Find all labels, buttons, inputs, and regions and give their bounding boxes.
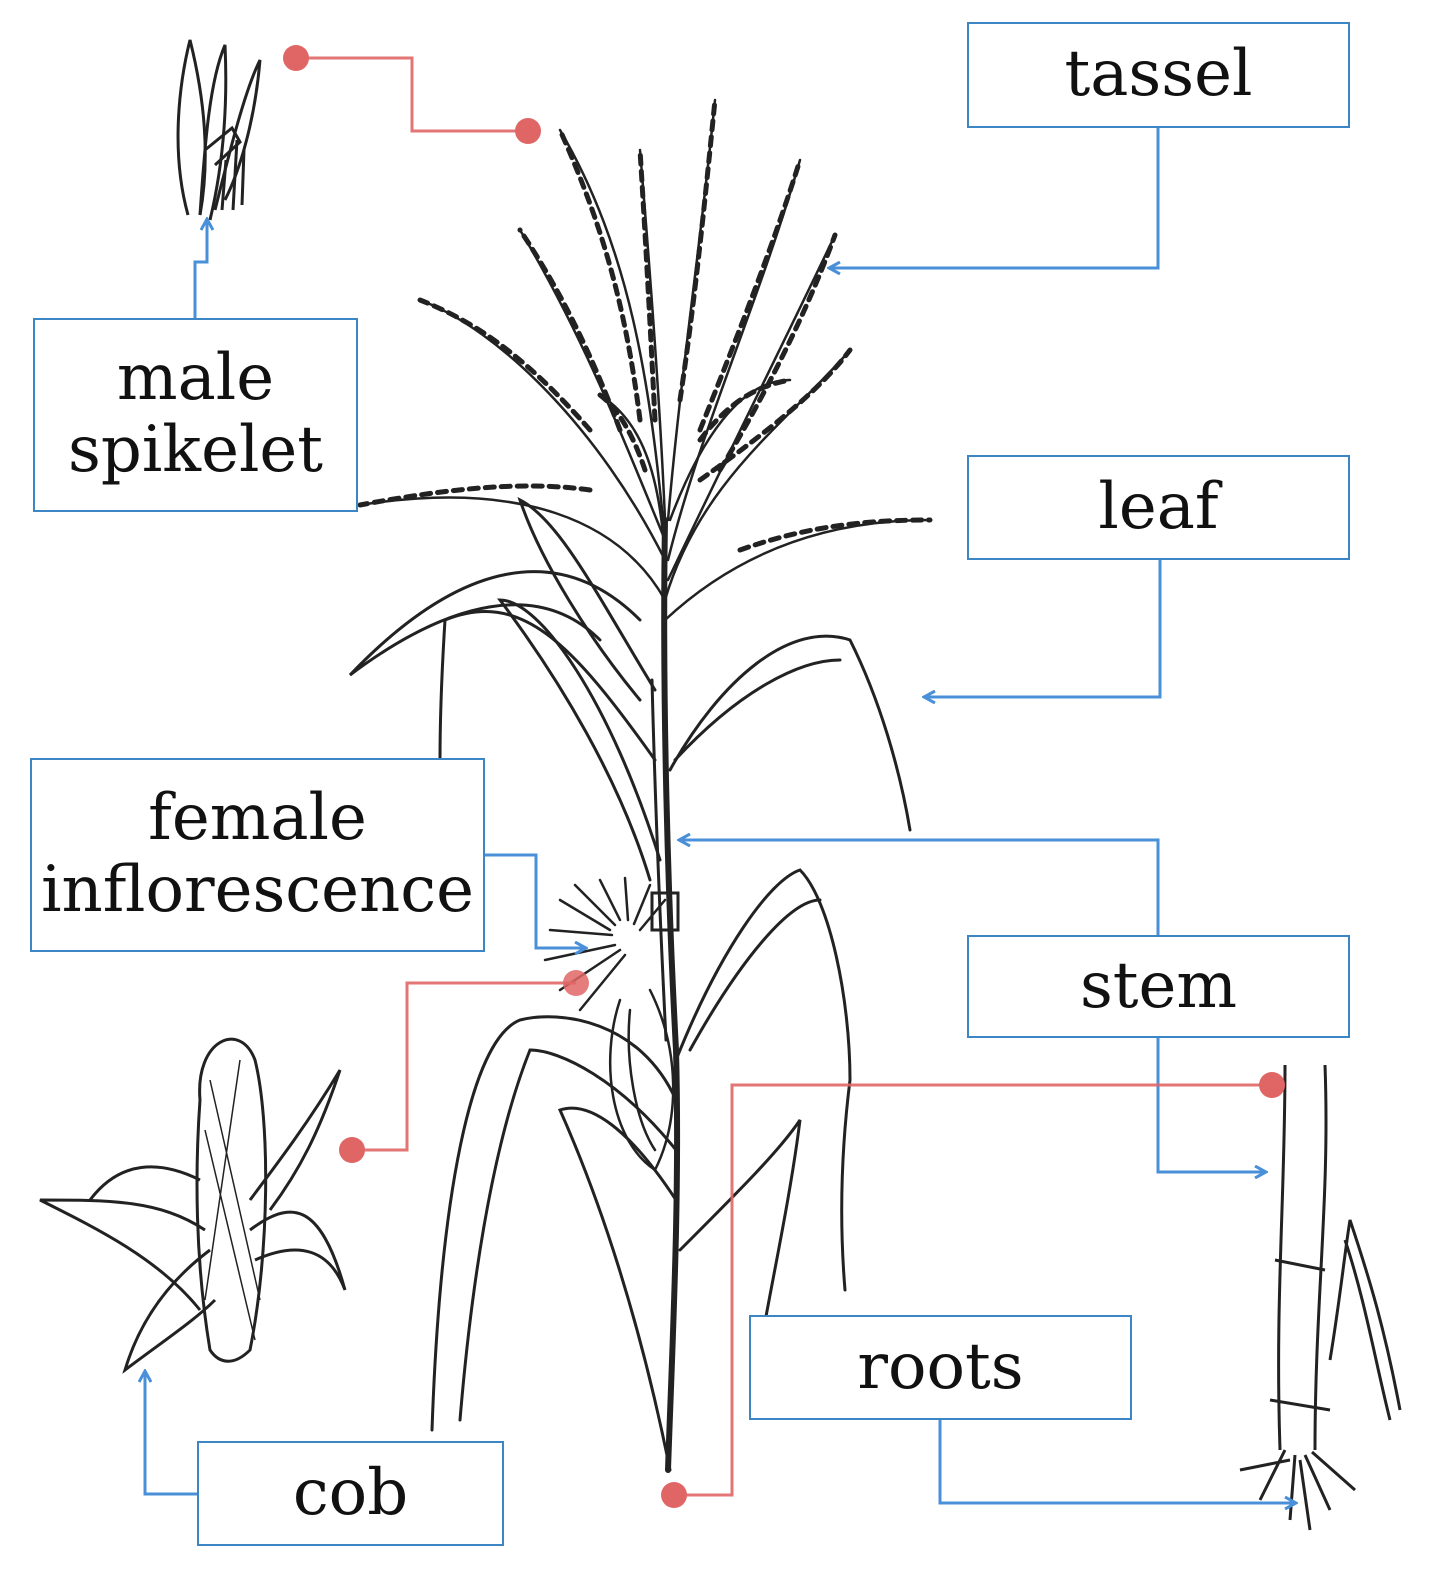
leader-roots: [938, 1420, 1295, 1503]
dot-spikelet-inset: [283, 45, 309, 71]
dot-spikelet-plant: [515, 118, 541, 144]
leader-stem: [680, 840, 1160, 935]
label-leaf: leaf: [967, 455, 1350, 560]
label-male-spikelet: male spikelet: [33, 318, 358, 512]
stalk-line: [661, 517, 681, 1473]
tassel-drawing: [358, 98, 932, 622]
maize-plant-illustration: [348, 97, 933, 1473]
male-spikelet-illustration: [176, 39, 262, 221]
leader-male-spikelet: [193, 220, 207, 318]
red-connector-lines: [296, 56, 1272, 1497]
connector-cob: [352, 981, 576, 1152]
stalk-line-inner: [650, 678, 668, 1042]
dot-ear-plant: [563, 970, 589, 996]
leaf-drawings: [348, 497, 912, 1472]
dot-stem-inset: [1259, 1072, 1285, 1098]
dot-roots-plant: [661, 1482, 687, 1508]
leader-leaf: [925, 560, 1162, 697]
label-female-inflorescence-line2: inflorescence: [41, 853, 474, 927]
label-roots: roots: [749, 1315, 1132, 1420]
tassel-spikelets: [357, 97, 933, 553]
connector-spikelet: [296, 56, 528, 133]
label-cob: cob: [197, 1441, 504, 1546]
label-tassel: tassel: [967, 22, 1350, 128]
label-stem-text: stem: [1079, 948, 1238, 1023]
label-stem: stem: [967, 935, 1350, 1038]
label-female-inflorescence: female inflorescence: [30, 758, 485, 952]
leader-female-inflorescence: [485, 853, 585, 948]
stem-node: [650, 891, 680, 932]
red-connector-dots: [283, 45, 1285, 1508]
label-male-spikelet-line1: male: [116, 341, 275, 416]
blue-leader-lines: [145, 128, 1295, 1503]
leader-cob: [145, 1372, 197, 1496]
dot-cob-inset: [339, 1137, 365, 1163]
label-tassel-text: tassel: [1064, 37, 1253, 112]
cob-illustration: [39, 1037, 347, 1374]
label-female-inflorescence-line1: female: [148, 781, 367, 856]
label-cob-text: cob: [292, 1455, 409, 1530]
leader-tassel: [830, 128, 1160, 268]
label-male-spikelet-line2: spikelet: [68, 413, 323, 487]
connector-roots: [674, 1083, 1272, 1497]
stem-roots-illustration: [1239, 1064, 1402, 1531]
label-roots-text: roots: [857, 1329, 1024, 1404]
label-leaf-text: leaf: [1098, 469, 1219, 544]
leader-stem-inset: [1156, 1038, 1265, 1172]
